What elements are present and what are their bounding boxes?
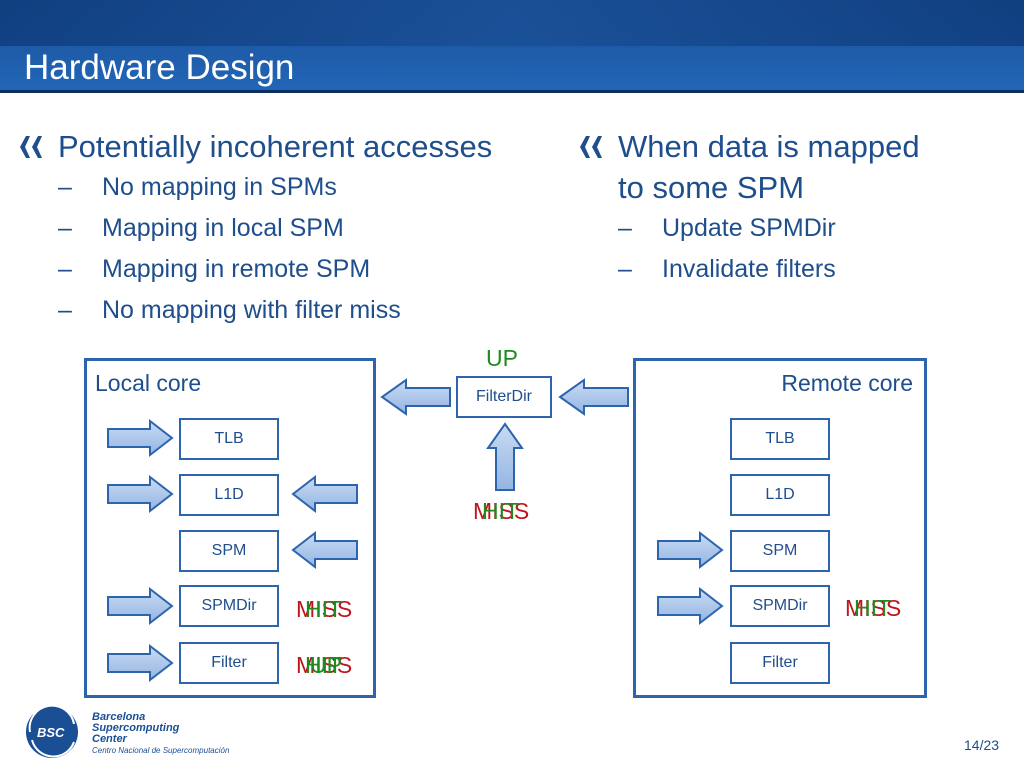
filterdir-hit-label: HIT (482, 498, 520, 524)
local-spmdir-unit: SPMDir (179, 585, 279, 627)
right-bullet-column: When data is mapped to some SPM –Update … (580, 126, 920, 290)
right-bullet-heading: When data is mapped (580, 126, 920, 167)
remote-spmdir-miss-label: MISS (845, 595, 902, 621)
remote-l1d-unit: L1D (730, 474, 830, 516)
local-spmdir-miss-label: MISS (296, 596, 353, 622)
left-sub-item: –No mapping with filter miss (58, 296, 401, 324)
remote-tlb-unit: TLB (730, 418, 830, 460)
remote-spmdir-hit-label: HIT (854, 595, 892, 621)
filterdir-unit: FilterDir (456, 376, 552, 418)
local-filter-miss-label: MISS (296, 652, 353, 678)
slide-title: Hardware Design (24, 48, 295, 87)
right-sub-item: –Invalidate filters (618, 255, 836, 283)
local-filter-hit-label: HIT (305, 652, 343, 678)
right-arrow-icon (657, 586, 724, 626)
local-spm-unit: SPM (179, 530, 279, 572)
bullet-icon (580, 136, 602, 158)
filterdir-miss-label: MISS (473, 498, 530, 524)
right-heading-line2: to some SPM (618, 170, 805, 205)
local-tlb-unit: TLB (179, 418, 279, 460)
slide-header: Hardware Design (0, 0, 1024, 93)
right-arrow-icon (107, 586, 174, 626)
left-arrow-icon (291, 474, 358, 514)
bsc-logo-icon: BSC (26, 704, 78, 758)
header-rule (0, 90, 1024, 93)
remote-core-box: Remote core (633, 358, 927, 698)
remote-spmdir-unit: SPMDir (730, 585, 830, 627)
local-filter-up-label: UP (310, 652, 342, 678)
local-core-box: Local core (84, 358, 376, 698)
local-l1d-unit: L1D (179, 474, 279, 516)
local-core-label: Local core (95, 370, 202, 396)
right-arrow-icon (107, 474, 174, 514)
left-bullet-column: Potentially incoherent accesses –No mapp… (20, 126, 493, 331)
logo-text: Barcelona Supercomputing Center Centro N… (92, 711, 230, 756)
left-bullet-heading: Potentially incoherent accesses (20, 126, 493, 167)
right-arrow-icon (107, 643, 174, 683)
left-heading-text: Potentially incoherent accesses (58, 129, 493, 164)
bullet-icon (20, 136, 42, 158)
right-arrow-icon (107, 418, 174, 458)
up-arrow-icon (486, 422, 524, 491)
filterdir-up-label: UP (486, 345, 518, 371)
right-heading-line1: When data is mapped (618, 129, 920, 164)
remote-core-label: Remote core (781, 370, 913, 396)
right-arrow-icon (657, 530, 724, 570)
remote-spm-unit: SPM (730, 530, 830, 572)
left-sub-item: –Mapping in local SPM (58, 214, 344, 242)
local-spmdir-hit-label: HIT (305, 596, 343, 622)
logo-mark-text: BSC (37, 725, 65, 740)
page-number: 14/23 (964, 737, 1000, 753)
left-sub-item: –No mapping in SPMs (58, 173, 337, 201)
local-filter-unit: Filter (179, 642, 279, 684)
left-arrow-icon (291, 530, 358, 570)
remote-filter-unit: Filter (730, 642, 830, 684)
header-band (0, 0, 1024, 46)
left-arrow-icon (558, 378, 629, 416)
right-sub-item: –Update SPMDir (618, 214, 836, 242)
left-arrow-icon (380, 378, 451, 416)
left-sub-item: –Mapping in remote SPM (58, 255, 371, 283)
